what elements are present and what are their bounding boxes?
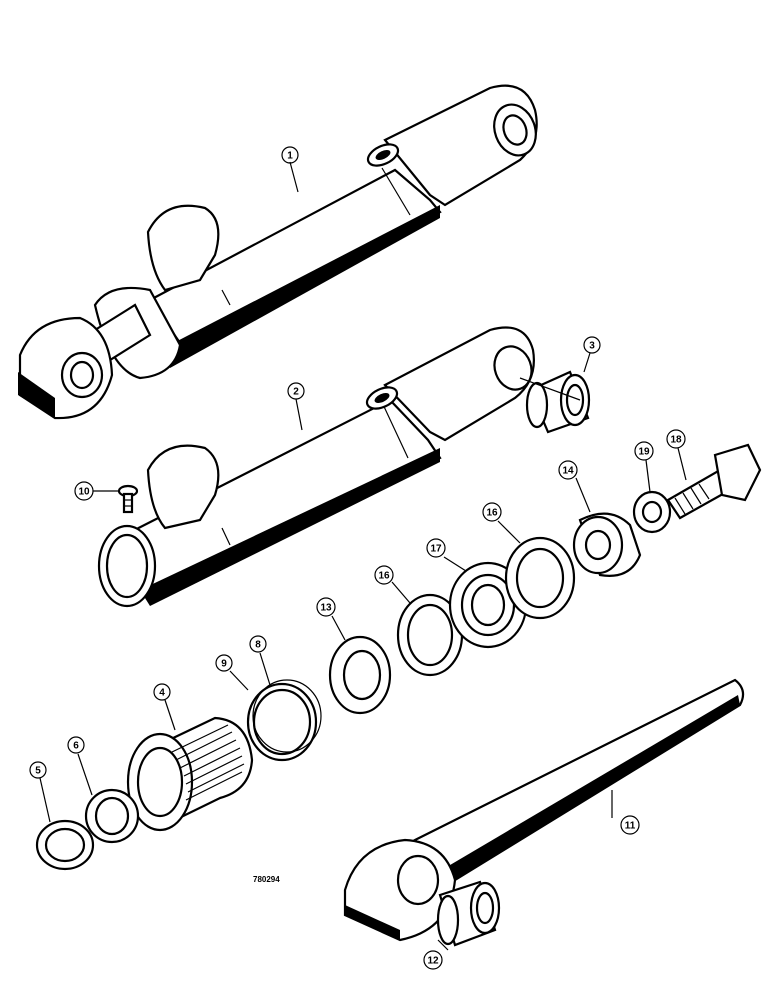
cylinder-assembly-1 (18, 84, 538, 420)
callout-18-label: 18 (670, 435, 682, 446)
drawing-number: 780294 (253, 875, 280, 884)
seal-16-right (504, 536, 576, 620)
callout-3-label: 3 (589, 341, 595, 352)
callout-9: 9 (215, 654, 233, 672)
callout-12: 12 (423, 950, 443, 970)
callout-8-label: 8 (255, 640, 261, 651)
head-gland-4 (126, 716, 254, 832)
callout-19: 19 (634, 441, 654, 461)
callout-11: 11 (620, 815, 640, 835)
callout-16-right-label: 16 (486, 508, 498, 519)
callout-1: 1 (281, 146, 299, 164)
callout-10: 10 (74, 481, 94, 501)
backup-ring-9 (246, 682, 318, 762)
callout-5: 5 (29, 761, 47, 779)
callout-4: 4 (153, 683, 171, 701)
callout-12-label: 12 (427, 956, 439, 967)
washer-19 (632, 490, 672, 534)
piston-cup-13 (328, 635, 392, 715)
callout-2-label: 2 (293, 387, 299, 398)
callout-17-label: 17 (430, 544, 442, 555)
callout-18: 18 (666, 429, 686, 449)
piston-rod-11 (343, 678, 745, 942)
callout-6-label: 6 (73, 741, 79, 752)
callout-16-left: 16 (374, 565, 394, 585)
rod-seal-6 (84, 788, 140, 844)
callout-14: 14 (558, 460, 578, 480)
wiper-seal-5 (35, 819, 95, 871)
callout-10-label: 10 (78, 487, 90, 498)
callout-19-label: 19 (638, 447, 650, 458)
callout-11-label: 11 (625, 821, 636, 832)
bushing-3 (519, 370, 591, 434)
callout-16-right: 16 (482, 502, 502, 522)
bushing-12 (436, 880, 501, 947)
callout-3: 3 (583, 336, 601, 354)
o-ring-8 (252, 679, 322, 753)
setscrew-10 (117, 484, 139, 514)
callout-14-label: 14 (562, 466, 574, 477)
callout-2: 2 (287, 382, 305, 400)
callout-4-label: 4 (159, 688, 165, 699)
callout-13: 13 (316, 597, 336, 617)
callout-13-label: 13 (320, 603, 332, 614)
callout-16-left-label: 16 (378, 571, 390, 582)
callout-1-label: 1 (287, 151, 293, 162)
callout-6: 6 (67, 736, 85, 754)
seal-16-left (396, 593, 464, 677)
callout-5-label: 5 (35, 766, 41, 777)
callout-leaders (39, 161, 687, 951)
callout-9-label: 9 (221, 659, 227, 670)
callout-17: 17 (426, 538, 446, 558)
cylinder-tube-2 (97, 326, 535, 608)
bolt-18 (666, 443, 762, 520)
nut-14 (572, 512, 642, 577)
callout-8: 8 (249, 635, 267, 653)
